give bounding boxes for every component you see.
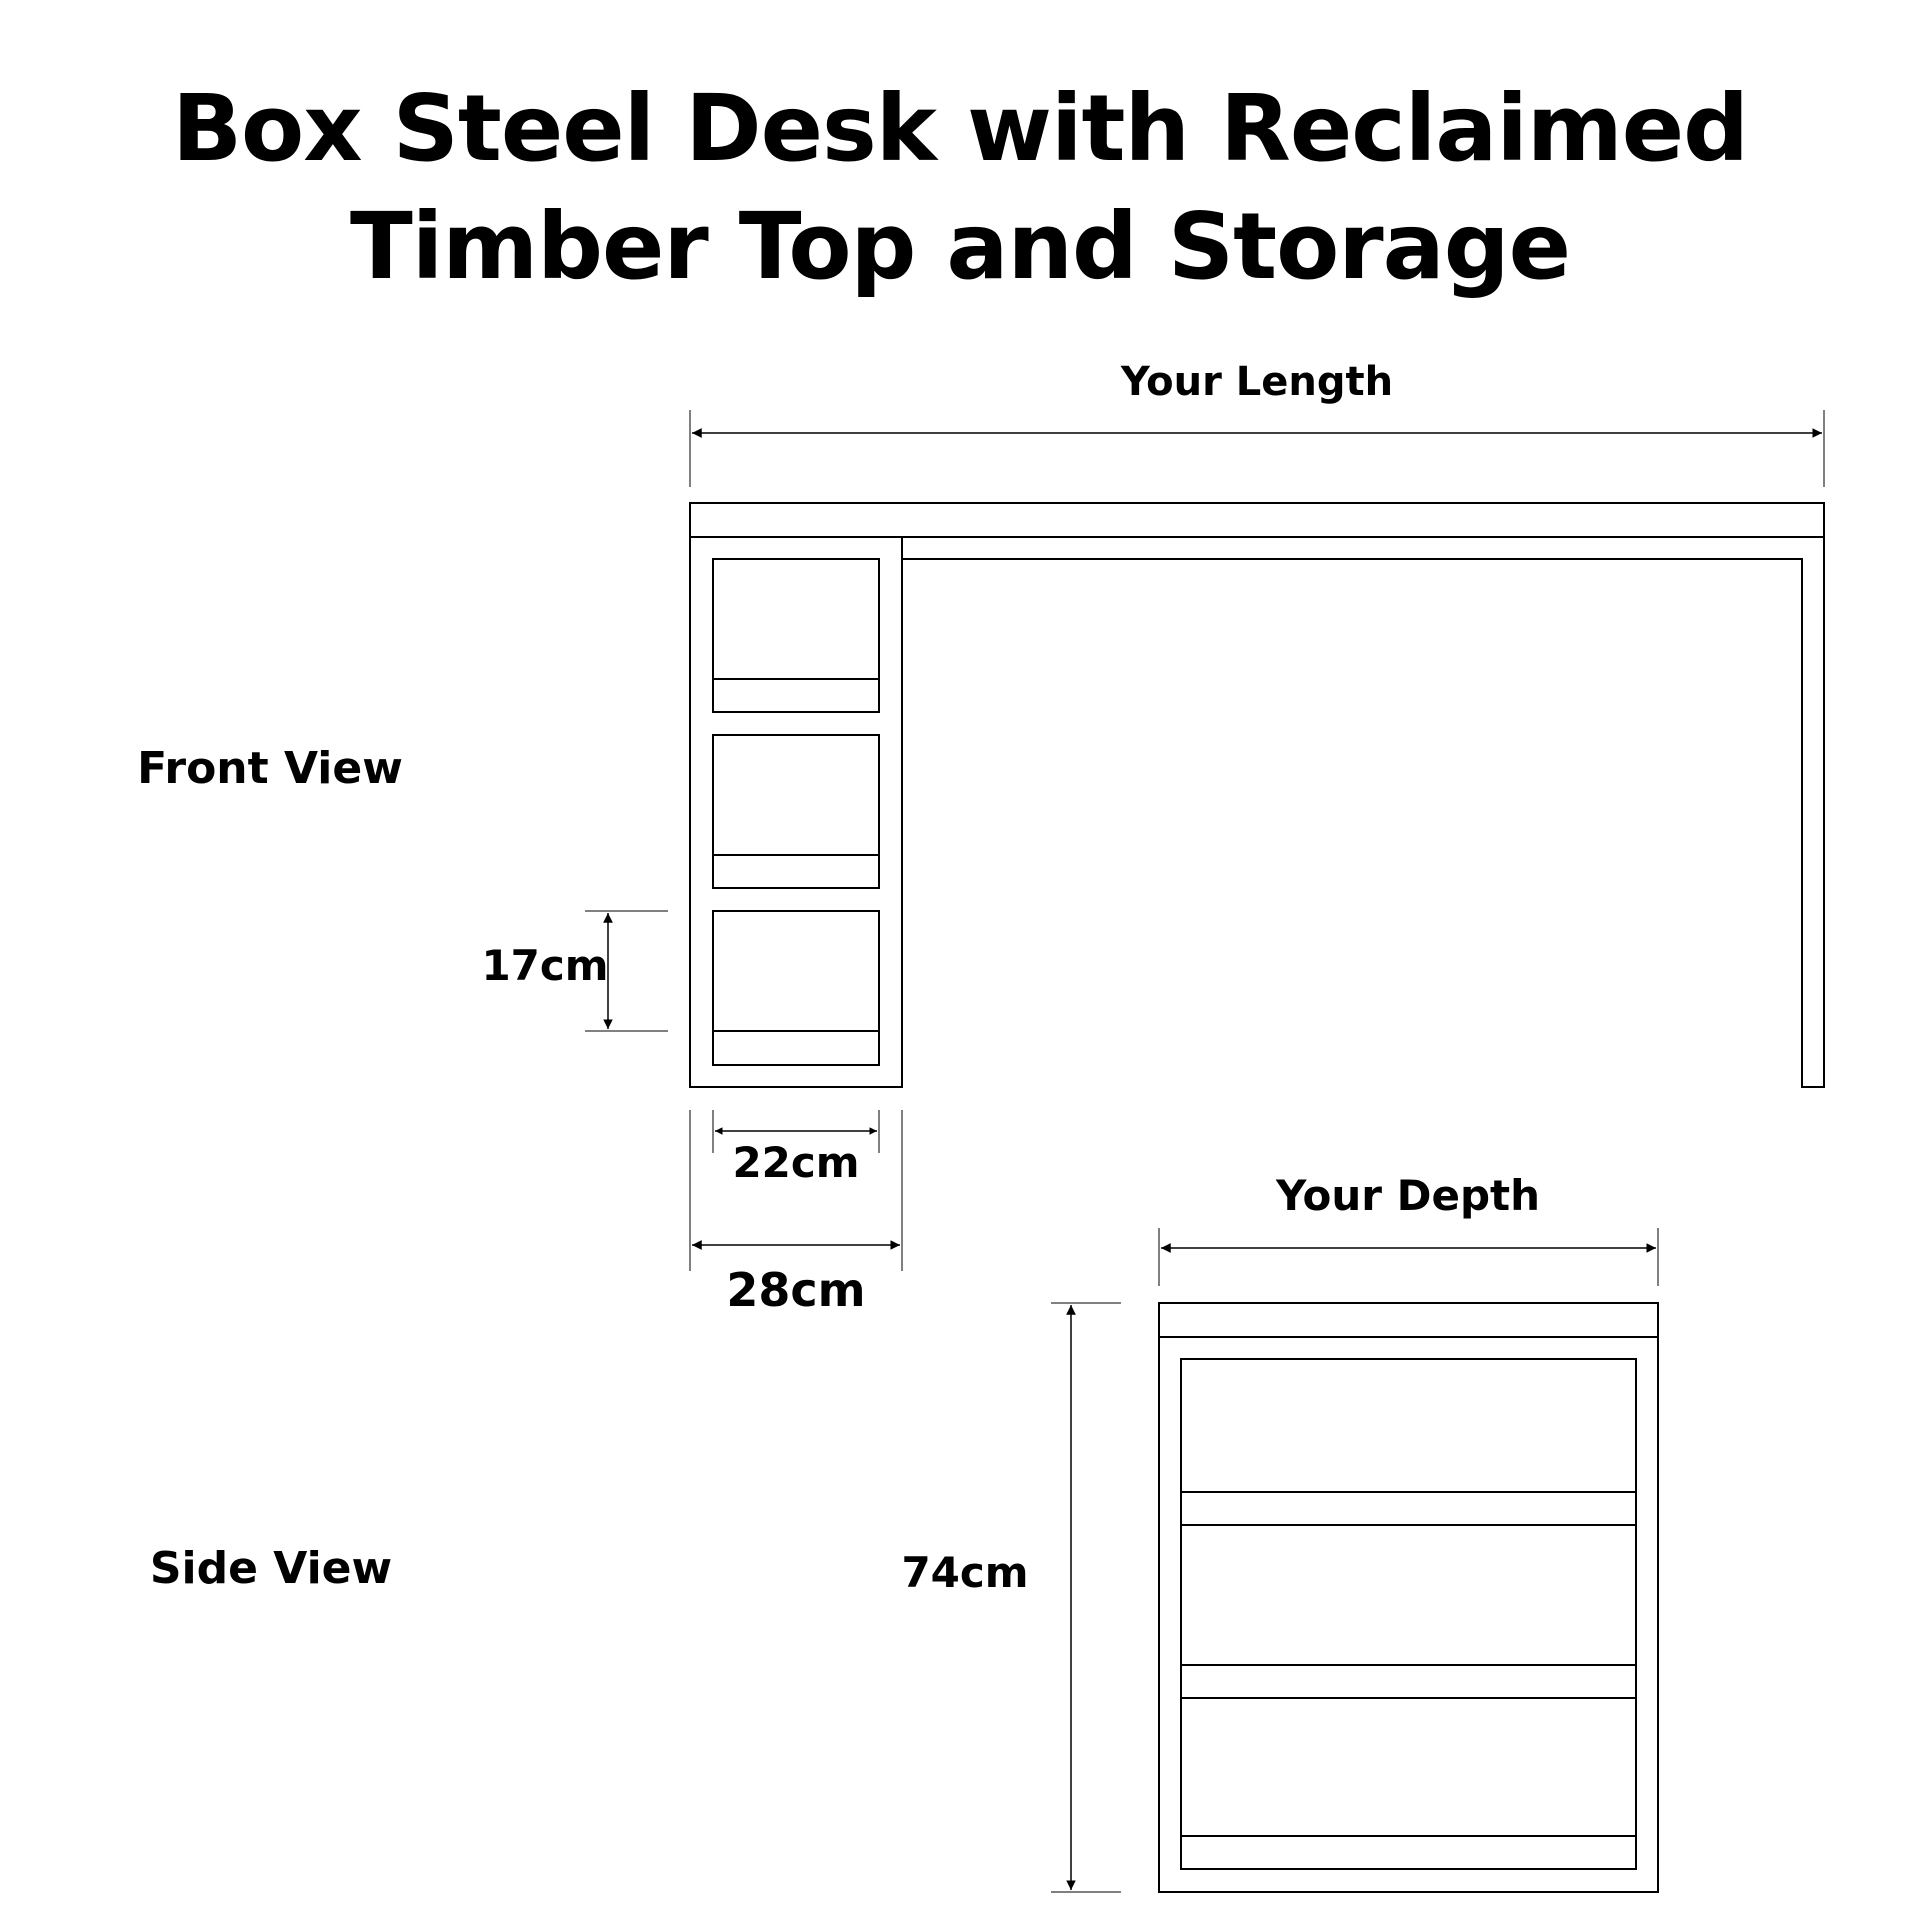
title-line-1: Box Steel Desk with Reclaimed bbox=[171, 75, 1749, 182]
front-view-label: Front View bbox=[137, 743, 403, 794]
depth-dimension bbox=[1158, 1228, 1659, 1286]
drawer-width-label: 22cm bbox=[732, 1138, 859, 1187]
depth-label: Your Depth bbox=[1275, 1171, 1540, 1220]
front-view-drawing bbox=[689, 502, 1825, 1088]
desk-height-label: 74cm bbox=[901, 1548, 1028, 1597]
title-line-2: Timber Top and Storage bbox=[349, 193, 1571, 300]
length-dimension bbox=[689, 410, 1825, 487]
front-drawer-3 bbox=[712, 910, 880, 1066]
side-cabinet-inner bbox=[1180, 1358, 1637, 1870]
side-desk-top bbox=[1158, 1302, 1659, 1338]
cabinet-width-label: 28cm bbox=[726, 1263, 865, 1317]
front-drawer-2 bbox=[712, 734, 880, 889]
front-drawer-1 bbox=[712, 558, 880, 713]
side-frame bbox=[1158, 1336, 1659, 1893]
front-desk-frame bbox=[901, 537, 1825, 1088]
drawer-width-dimension bbox=[712, 1110, 880, 1153]
desk-height-dimension bbox=[1051, 1302, 1121, 1893]
diagram-title: Box Steel Desk with Reclaimed Timber Top… bbox=[0, 70, 1920, 306]
length-label: Your Length bbox=[1120, 359, 1393, 405]
front-cabinet-body bbox=[689, 536, 903, 1088]
front-desk-top bbox=[689, 502, 1825, 538]
side-view-drawing bbox=[1158, 1302, 1659, 1893]
drawer-height-dimension bbox=[585, 910, 668, 1032]
side-view-label: Side View bbox=[150, 1543, 392, 1594]
cabinet-width-dimension bbox=[689, 1110, 903, 1271]
drawer-height-label: 17cm bbox=[481, 941, 608, 990]
